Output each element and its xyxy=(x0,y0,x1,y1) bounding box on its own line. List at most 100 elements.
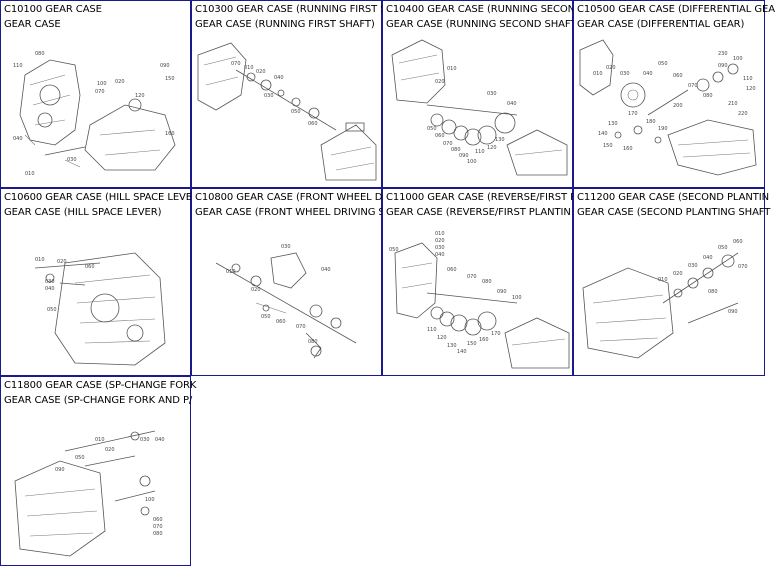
svg-text:070: 070 xyxy=(95,89,105,95)
cell-code-label[interactable]: C10100 GEAR CASE xyxy=(4,4,102,15)
svg-text:050: 050 xyxy=(718,245,728,251)
catalog-cell-c10100[interactable]: C10100 GEAR CASE GEAR CASE 110 080 020 0… xyxy=(0,0,191,188)
svg-text:060: 060 xyxy=(673,73,683,79)
svg-text:090: 090 xyxy=(459,153,469,159)
svg-text:080: 080 xyxy=(708,289,718,295)
exploded-diagram-thumbnail[interactable]: 110 080 020 070 090 010 030 120 150 040 … xyxy=(5,35,187,180)
catalog-cell-c10500[interactable]: C10500 GEAR CASE (DIFFERENTIAL GEA GEAR … xyxy=(573,0,775,188)
cell-code-label[interactable]: C10500 GEAR CASE (DIFFERENTIAL GEA xyxy=(577,4,775,15)
catalog-cell-c11000[interactable]: C11000 GEAR CASE (REVERSE/FIRST P GEAR C… xyxy=(382,188,577,376)
cell-name-label[interactable]: GEAR CASE (SP-CHANGE FORK AND P/ xyxy=(4,395,193,406)
svg-text:100: 100 xyxy=(512,295,522,301)
catalog-cell-c11800[interactable]: C11800 GEAR CASE (SP-CHANGE FORK GEAR CA… xyxy=(0,376,197,566)
svg-text:140: 140 xyxy=(598,131,608,137)
svg-text:010: 010 xyxy=(226,269,236,275)
catalog-cell-c10800[interactable]: C10800 GEAR CASE (FRONT WHEEL DRI GEAR C… xyxy=(191,188,393,376)
cell-name-label[interactable]: GEAR CASE (REVERSE/FIRST PLANTIN xyxy=(386,207,571,218)
svg-text:170: 170 xyxy=(491,331,501,337)
cell-code-label[interactable]: C11000 GEAR CASE (REVERSE/FIRST P xyxy=(386,192,577,203)
svg-text:070: 070 xyxy=(296,324,306,330)
exploded-diagram-thumbnail[interactable]: 010 020 030 040 050 060 xyxy=(5,223,187,368)
svg-text:070: 070 xyxy=(738,264,748,270)
exploded-diagram-thumbnail[interactable]: 010 020 030 040 050 060 070 080 090 xyxy=(578,223,760,368)
exploded-diagram-thumbnail[interactable]: 010 020 030 040 050 060 070 080 090 100 … xyxy=(387,223,570,369)
cell-name-label[interactable]: GEAR CASE (HILL SPACE LEVER) xyxy=(4,207,162,218)
svg-text:030: 030 xyxy=(435,245,445,251)
svg-text:010: 010 xyxy=(435,231,445,237)
svg-text:080: 080 xyxy=(482,279,492,285)
svg-text:160: 160 xyxy=(623,146,633,152)
svg-text:030: 030 xyxy=(281,244,291,250)
svg-text:070: 070 xyxy=(467,274,477,280)
exploded-diagram-thumbnail[interactable]: 010 020 030 040 050 060 070 080 090 100 … xyxy=(578,35,760,180)
svg-text:060: 060 xyxy=(733,239,743,245)
svg-text:040: 040 xyxy=(13,136,23,142)
svg-text:220: 220 xyxy=(738,111,748,117)
svg-text:210: 210 xyxy=(728,101,738,107)
svg-text:010: 010 xyxy=(244,65,254,71)
svg-text:020: 020 xyxy=(435,79,445,85)
svg-text:140: 140 xyxy=(457,349,467,355)
svg-text:020: 020 xyxy=(435,238,445,244)
cell-code-label[interactable]: C11800 GEAR CASE (SP-CHANGE FORK xyxy=(4,380,197,391)
svg-text:020: 020 xyxy=(105,447,115,453)
svg-text:080: 080 xyxy=(703,93,713,99)
svg-text:150: 150 xyxy=(603,143,613,149)
exploded-diagram-thumbnail[interactable]: 010 020 030 040 050 060 070 080 090 100 … xyxy=(387,35,569,180)
catalog-cell-c11200[interactable]: C11200 GEAR CASE (SECOND PLANTIN GEAR CA… xyxy=(573,188,771,376)
svg-text:050: 050 xyxy=(47,307,57,313)
cell-name-label[interactable]: GEAR CASE (RUNNING FIRST SHAFT) xyxy=(195,19,375,30)
svg-text:120: 120 xyxy=(746,86,756,92)
cell-name-label[interactable]: GEAR CASE (SECOND PLANTING SHAFT xyxy=(577,207,771,218)
svg-text:070: 070 xyxy=(153,524,163,530)
svg-text:050: 050 xyxy=(389,247,399,253)
cell-name-label[interactable]: GEAR CASE (RUNNING SECOND SHAFT) xyxy=(386,19,581,30)
svg-text:170: 170 xyxy=(628,111,638,117)
exploded-diagram-thumbnail[interactable]: 010 020 030 040 050 060 070 xyxy=(196,35,378,181)
cell-code-label[interactable]: C10600 GEAR CASE (HILL SPACE LEVER xyxy=(4,192,199,203)
svg-text:090: 090 xyxy=(728,309,738,315)
svg-text:050: 050 xyxy=(658,61,668,67)
svg-text:150: 150 xyxy=(467,341,477,347)
catalog-cell-c10600[interactable]: C10600 GEAR CASE (HILL SPACE LEVER GEAR … xyxy=(0,188,199,376)
svg-text:200: 200 xyxy=(673,103,683,109)
cell-code-label[interactable]: C10800 GEAR CASE (FRONT WHEEL DRI xyxy=(195,192,393,203)
svg-text:060: 060 xyxy=(153,517,163,523)
svg-text:020: 020 xyxy=(57,259,67,265)
svg-text:090: 090 xyxy=(55,467,65,473)
catalog-cell-c10400[interactable]: C10400 GEAR CASE (RUNNING SECOND GEAR CA… xyxy=(382,0,583,188)
svg-text:030: 030 xyxy=(67,157,77,163)
svg-text:130: 130 xyxy=(608,121,618,127)
cell-name-label[interactable]: GEAR CASE xyxy=(4,19,61,30)
svg-text:080: 080 xyxy=(308,339,318,345)
svg-text:040: 040 xyxy=(435,252,445,258)
exploded-diagram-thumbnail[interactable]: 010 020 030 040 050 060 070 080 090 100 xyxy=(5,411,187,558)
svg-text:100: 100 xyxy=(145,497,155,503)
svg-text:070: 070 xyxy=(443,141,453,147)
cell-code-label[interactable]: C11200 GEAR CASE (SECOND PLANTIN xyxy=(577,192,769,203)
svg-text:040: 040 xyxy=(274,75,284,81)
svg-text:040: 040 xyxy=(507,101,517,107)
cell-code-label[interactable]: C10400 GEAR CASE (RUNNING SECOND xyxy=(386,4,583,15)
svg-text:190: 190 xyxy=(658,126,668,132)
svg-text:160: 160 xyxy=(165,131,175,137)
svg-text:030: 030 xyxy=(45,279,55,285)
svg-text:050: 050 xyxy=(427,126,437,132)
cell-name-label[interactable]: GEAR CASE (DIFFERENTIAL GEAR) xyxy=(577,19,745,30)
svg-text:110: 110 xyxy=(475,149,485,155)
cell-name-label[interactable]: GEAR CASE (FRONT WHEEL DRIVING SH xyxy=(195,207,393,218)
svg-text:100: 100 xyxy=(467,159,477,165)
svg-text:010: 010 xyxy=(35,257,45,263)
svg-text:040: 040 xyxy=(45,286,55,292)
svg-text:070: 070 xyxy=(231,61,241,67)
svg-text:080: 080 xyxy=(451,147,461,153)
svg-text:120: 120 xyxy=(487,145,497,151)
svg-text:080: 080 xyxy=(153,531,163,537)
catalog-cell-c10300[interactable]: C10300 GEAR CASE (RUNNING FIRST SH GEAR … xyxy=(191,0,394,188)
svg-text:040: 040 xyxy=(703,255,713,261)
svg-text:060: 060 xyxy=(447,267,457,273)
cell-code-label[interactable]: C10300 GEAR CASE (RUNNING FIRST SH xyxy=(195,4,394,15)
exploded-diagram-thumbnail[interactable]: 010 020 030 040 050 060 070 080 xyxy=(196,223,378,368)
svg-text:230: 230 xyxy=(718,51,728,57)
svg-text:020: 020 xyxy=(115,79,125,85)
